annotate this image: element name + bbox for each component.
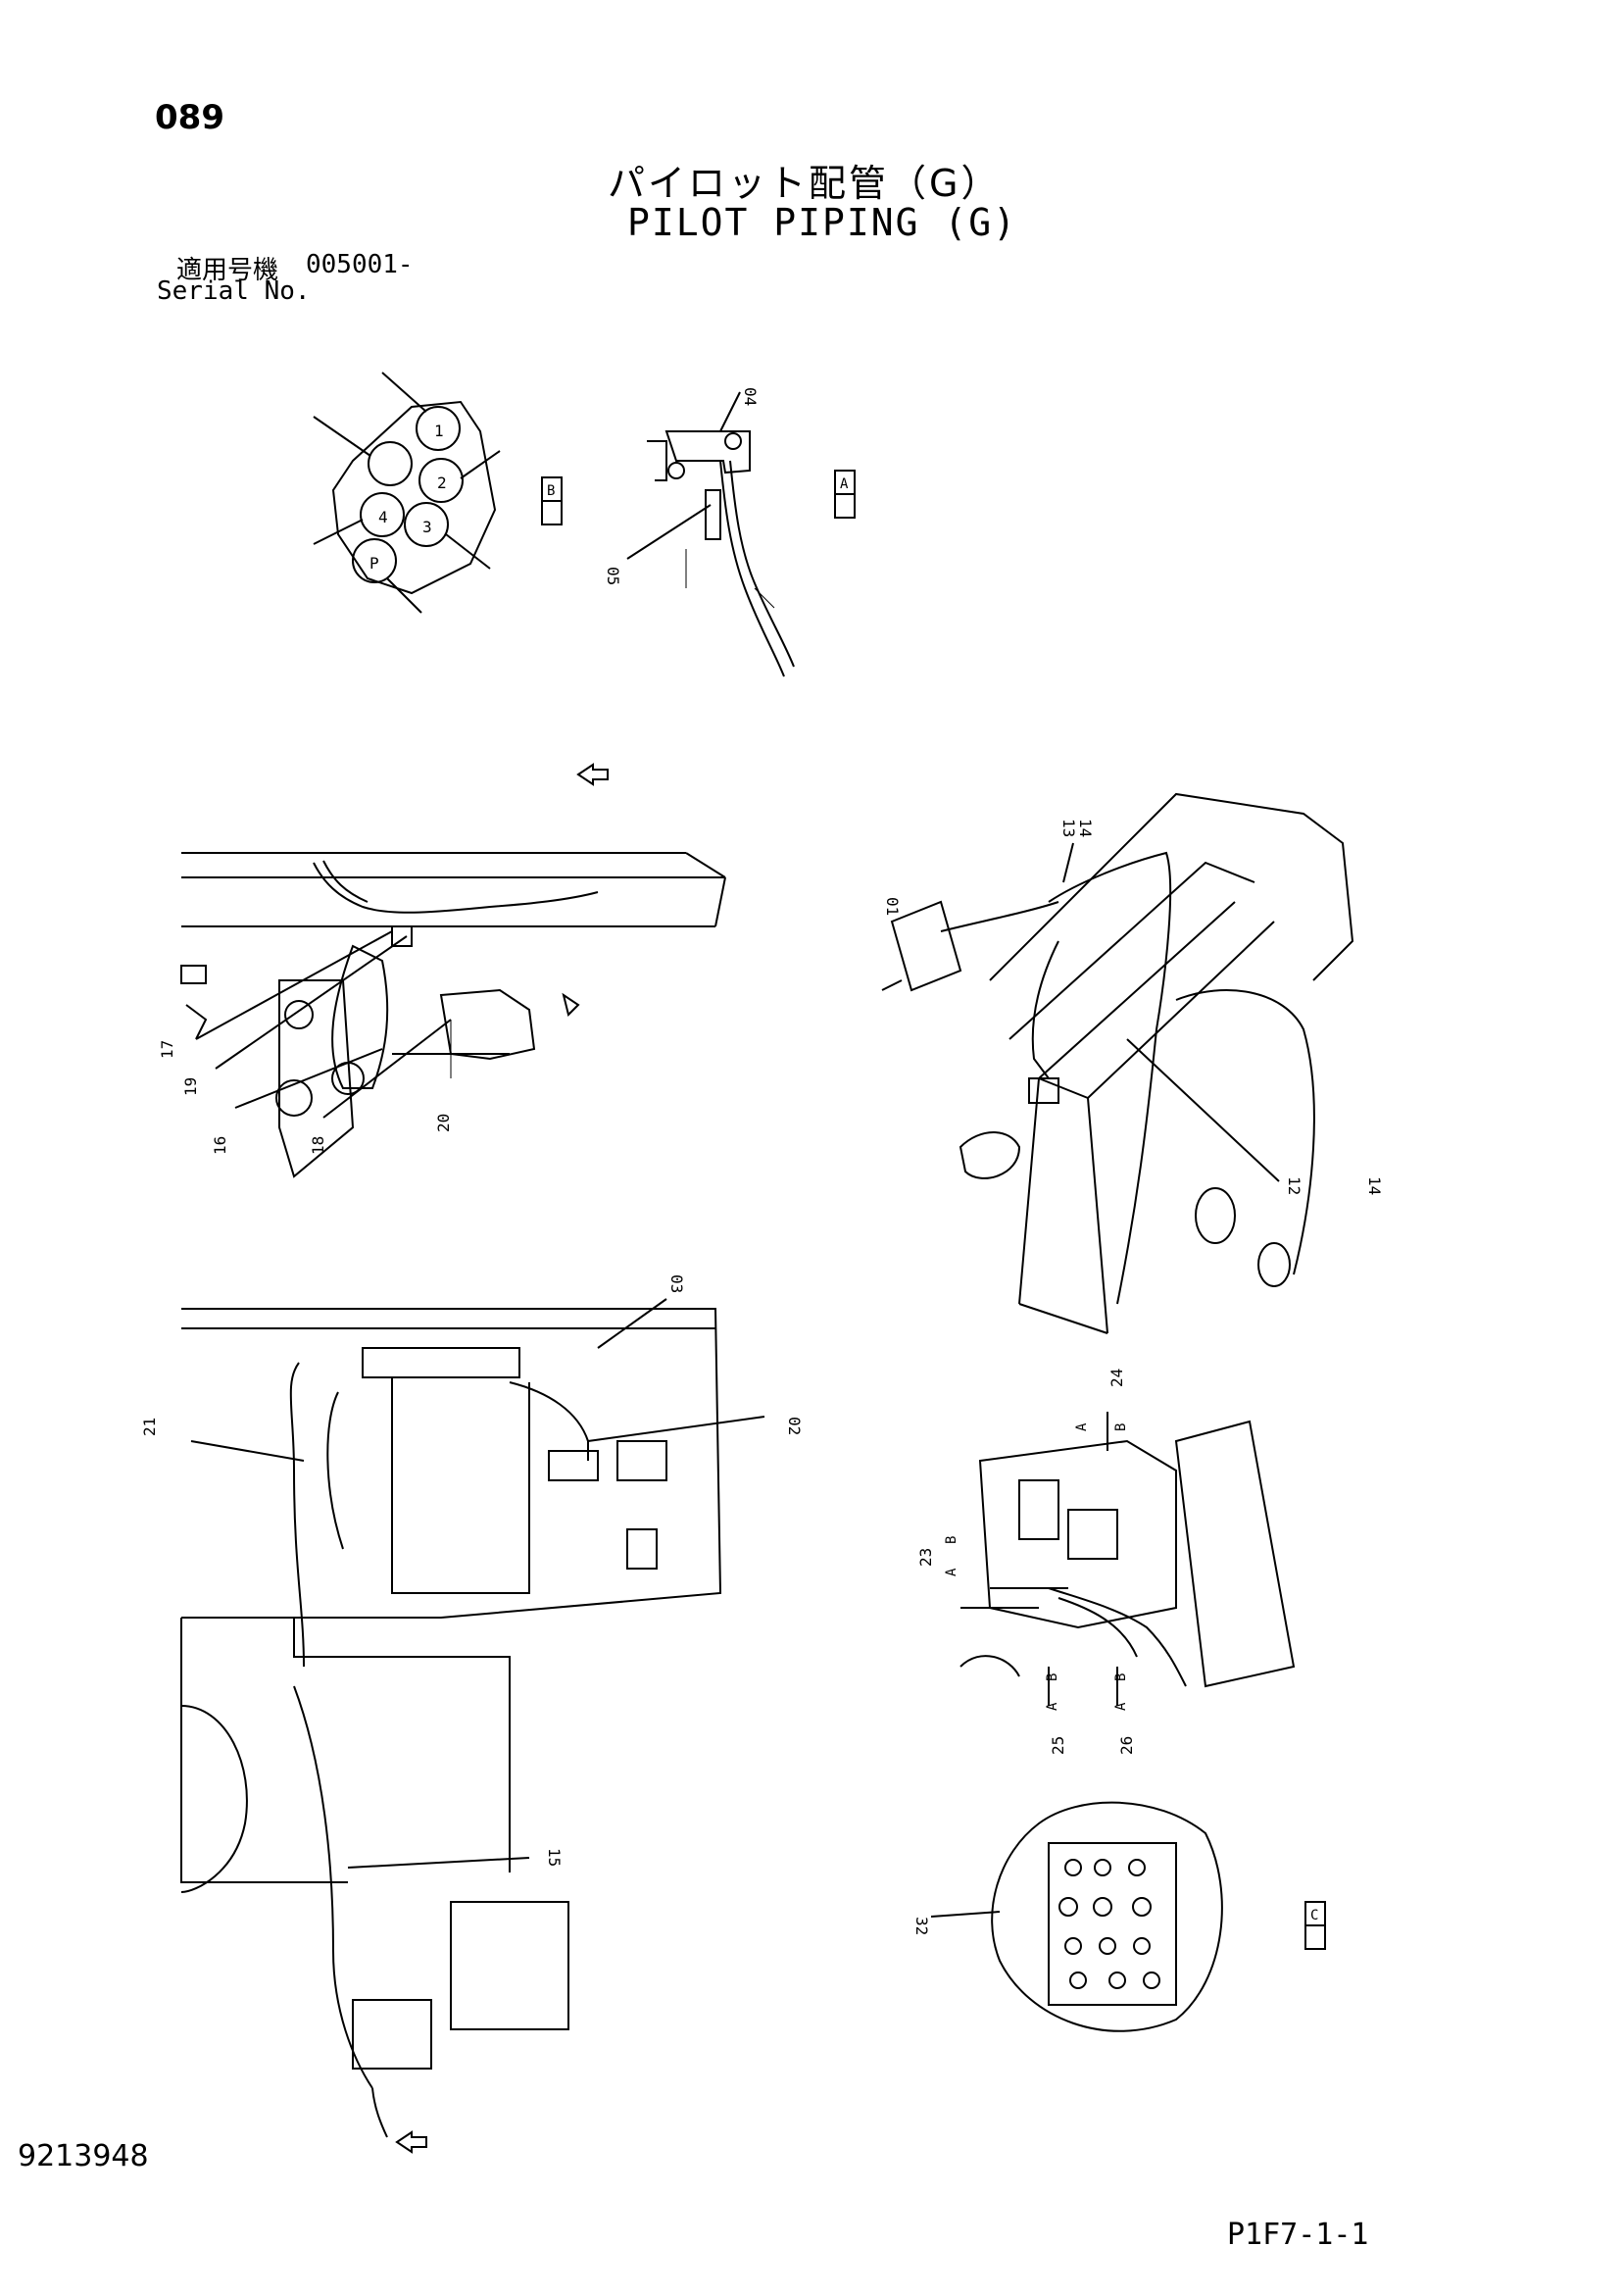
- document-number: 9213948: [18, 2139, 149, 2173]
- port-label: 2: [437, 474, 447, 492]
- port-label: B: [1113, 1673, 1129, 1681]
- callout-04: 04: [741, 387, 760, 406]
- serial-value: 005001-: [306, 250, 414, 279]
- callout-20: 20: [434, 1114, 453, 1132]
- control-valve-view: 24 23 25 26 A B A B A B A B: [916, 1369, 1296, 1755]
- reference-code: P1F7-1-1: [1227, 2218, 1369, 2252]
- view-tag-c: C: [1304, 1901, 1326, 1950]
- port-label: P: [369, 554, 379, 573]
- port-label: A: [944, 1568, 959, 1576]
- port-label: A: [1113, 1702, 1129, 1711]
- port-label: B: [1045, 1673, 1060, 1681]
- port-label: A: [1074, 1423, 1090, 1431]
- callout-15: 15: [545, 1848, 564, 1867]
- callout-21: 21: [140, 1418, 159, 1436]
- callout-32: 32: [912, 1917, 931, 1935]
- callout-18: 18: [309, 1136, 327, 1155]
- callout-12: 12: [1285, 1176, 1303, 1195]
- bracket-hose-detail: 04 05: [604, 387, 795, 677]
- callout-14: 14: [1076, 819, 1095, 837]
- page-title-english: PILOT PIPING (G): [627, 201, 1018, 244]
- isometric-view: 13 14 01 12 14: [881, 792, 1384, 1334]
- serial-label-english: Serial No.: [157, 276, 311, 306]
- port-label: B: [944, 1536, 959, 1544]
- port-label: 3: [422, 518, 432, 536]
- port-circle: [418, 458, 464, 503]
- callout-19: 19: [181, 1077, 200, 1096]
- view-label: C: [1310, 1908, 1318, 1923]
- port-label: 1: [434, 422, 444, 440]
- callout-17: 17: [158, 1040, 176, 1059]
- callout-25: 25: [1049, 1736, 1067, 1755]
- port-circle: [416, 406, 461, 451]
- pilot-valve-port-detail: 1 2 3 4 P: [313, 372, 501, 614]
- port-circle: [352, 538, 397, 583]
- view-arrow: [576, 763, 609, 786]
- top-view-frame: 21 02 03 15: [140, 1274, 804, 2154]
- page-number: 089: [155, 98, 224, 137]
- callout-01: 01: [883, 897, 902, 916]
- port-circle: [368, 441, 413, 486]
- view-tag-b: B: [541, 476, 563, 525]
- callout-16: 16: [211, 1136, 229, 1155]
- serial-label-japanese: 適用号機: [176, 256, 279, 285]
- port-circle: [360, 492, 405, 537]
- side-view-frame: 17 19 16 18 20: [158, 852, 726, 1178]
- callout-13: 13: [1059, 819, 1078, 837]
- port-label: 4: [378, 508, 388, 526]
- port-circle: [404, 502, 449, 547]
- port-label: A: [1045, 1702, 1060, 1711]
- callout-03: 03: [667, 1274, 686, 1293]
- view-label: B: [547, 483, 555, 499]
- callout-05: 05: [604, 567, 622, 585]
- view-label: A: [840, 476, 849, 492]
- callout-02: 02: [785, 1417, 804, 1435]
- view-tag-a: A: [834, 470, 856, 519]
- callout-24: 24: [1107, 1369, 1126, 1387]
- callout-14: 14: [1365, 1176, 1384, 1195]
- port-label: B: [1113, 1423, 1129, 1431]
- page-title-japanese: パイロット配管（G）: [608, 162, 1002, 205]
- valve-detail-c: 32: [912, 1801, 1223, 2032]
- callout-23: 23: [916, 1548, 935, 1567]
- callout-26: 26: [1117, 1736, 1136, 1755]
